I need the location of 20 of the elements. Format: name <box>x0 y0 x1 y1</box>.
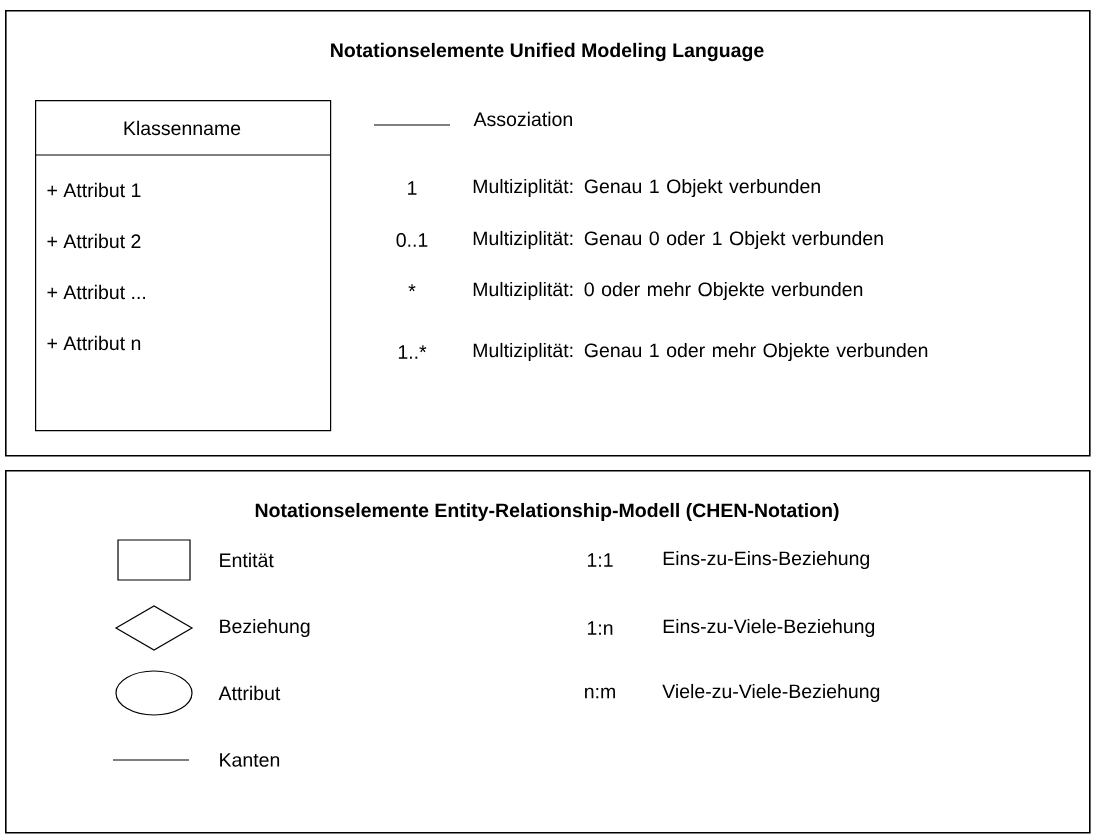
description-text: Multiziplität: Genau 1 Objekt verbunden <box>473 178 820 198</box>
symbol-label: 1..* <box>398 345 427 359</box>
symbol-label: * <box>408 284 416 292</box>
symbol-label: 0..1 <box>396 233 428 247</box>
description-text: Multiziplität: Genau 0 oder 1 Objekt verbunden <box>473 230 883 250</box>
description-text: Multiziplität: Genau 1 oder mehr Objekte verbunden <box>473 342 928 362</box>
description-text: Viele-zu-Viele-Beziehung <box>662 683 880 703</box>
legend-text: Kanten <box>220 753 280 767</box>
description-text: Multiziplität: 0 oder mehr Objekte verbunden <box>473 281 863 301</box>
legend-text: Beziehung <box>220 618 310 638</box>
symbol-label: 1:1 <box>587 553 613 567</box>
description-text: Eins-zu-Eins-Beziehung <box>663 550 869 570</box>
legend-text: Entität <box>220 552 274 568</box>
description-text: Eins-zu-Viele-Beziehung <box>663 618 875 638</box>
class-box: Klassenname + Attribut 1 + Attribut 2 + Attribut ... + Attribut n <box>34 100 332 432</box>
symbol-label: 1:n <box>587 621 613 635</box>
legend-text: Attribut <box>218 685 281 701</box>
legend-text: Assoziation <box>473 111 572 127</box>
symbol-label: 1 <box>408 181 417 195</box>
symbol-label: n:m <box>585 687 615 699</box>
